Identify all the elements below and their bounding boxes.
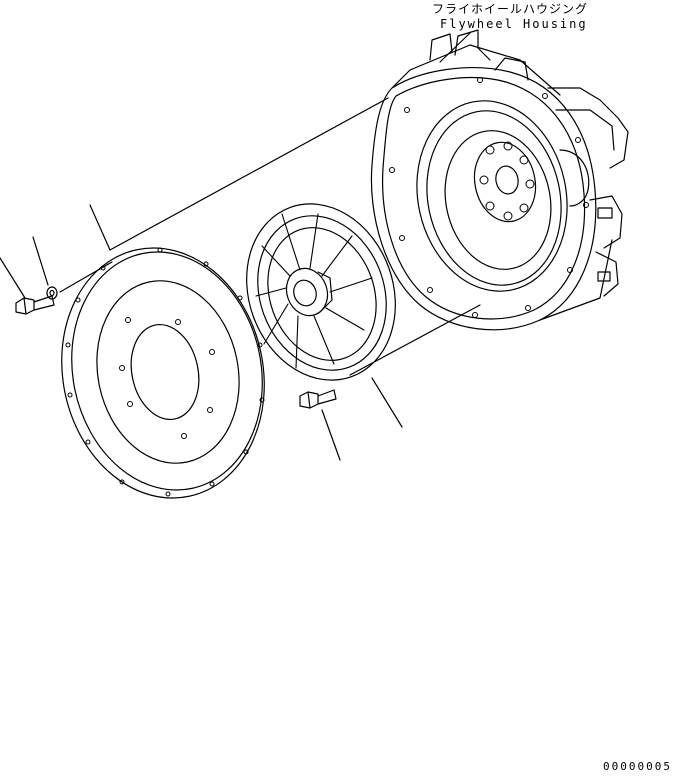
cover-plate (39, 229, 287, 517)
leader-lines (0, 33, 480, 460)
housing-title-english: Flywheel Housing (440, 17, 588, 31)
damper-coupling (223, 183, 420, 401)
flywheel-housing (371, 30, 628, 330)
housing-title-japanese: フライホイールハウジング (432, 2, 589, 16)
fasteners (16, 287, 336, 408)
page-code: 00000005 (603, 760, 672, 773)
